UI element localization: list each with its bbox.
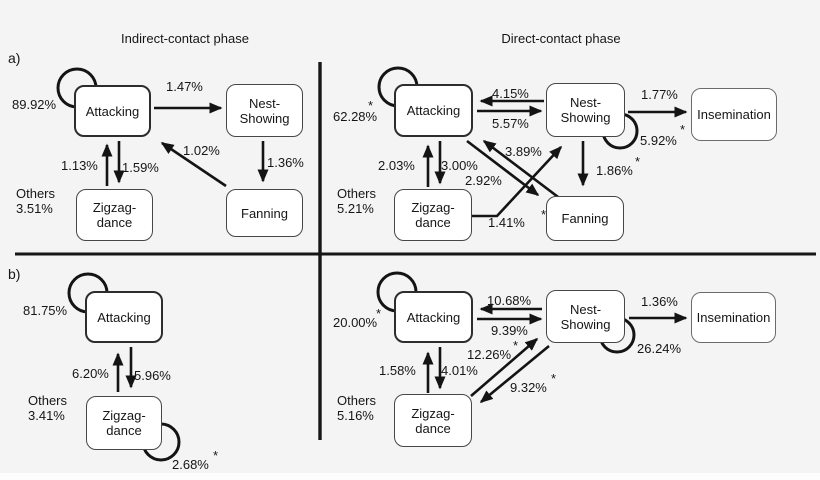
node-nest-showing-b-direct: Nest- Showing [546, 290, 625, 343]
node-zigzag-dance-b-direct: Zigzag- dance [394, 394, 472, 447]
node-insemination-b-direct: Insemination [691, 292, 776, 343]
label-attacking-to-fanning-a-direct: 2.92% [465, 173, 502, 188]
node-nest-showing-a-direct: Nest- Showing [546, 83, 625, 137]
node-zigzag-dance-b-indirect: Zigzag- dance [86, 396, 162, 450]
significance-star: * [680, 122, 686, 137]
significance-star: * [635, 154, 641, 169]
label-attacking-self-b-indirect: 81.75% [23, 303, 68, 318]
others-word: Others [337, 393, 377, 408]
others-word: Others [16, 186, 56, 201]
label-attacking-self-a-indirect: 89.92% [12, 97, 57, 112]
panel-label-a: a) [8, 50, 21, 66]
label-fanning-to-attacking-a-indirect: 1.02% [183, 143, 220, 158]
edge-fanning-to-attacking-a-direct [482, 139, 571, 208]
title-direct-phase: Direct-contact phase [501, 31, 621, 46]
label-zigzag-self-b-indirect: 2.68% [172, 457, 209, 472]
label-nest-to-insemination-a-direct: 1.77% [641, 87, 678, 102]
significance-star: * [541, 207, 547, 222]
label-attacking-self-b-direct: 20.00% [333, 315, 378, 330]
label-attacking-to-zigzag-a-direct: 3.00% [441, 158, 478, 173]
label-attacking-to-zigzag-a-indirect: 1.59% [122, 160, 159, 175]
edge-zigzag-to-nest-a-direct [471, 145, 563, 218]
node-attacking-b-indirect: Attacking [85, 291, 163, 343]
others-word: Others [337, 186, 377, 201]
significance-star: * [551, 371, 557, 386]
label-nest-self-b-direct: 26.24% [637, 341, 682, 356]
bottom-margin [0, 473, 820, 480]
label-nest-to-attacking-b-direct: 10.68% [487, 293, 532, 308]
node-fanning-a-indirect: Fanning [226, 189, 303, 237]
node-attacking-a-direct: Attacking [394, 84, 473, 137]
label-zigzag-to-attacking-a-indirect: 1.13% [61, 158, 98, 173]
label-nest-to-attacking-a-direct: 4.15% [492, 86, 529, 101]
significance-star: * [368, 98, 374, 113]
label-attacking-to-zigzag-b-indirect: 5.96% [134, 368, 171, 383]
others-value: 3.41% [28, 407, 65, 423]
label-nest-self-a-direct: 5.92% [640, 133, 677, 148]
label-fanning-to-attacking-a-direct: 3.89% [505, 144, 542, 159]
others-word: Others [28, 393, 68, 408]
others-value: 5.21% [337, 200, 374, 216]
label-nest-to-insemination-b-direct: 1.36% [641, 294, 678, 309]
label-attacking-to-nest-b-direct: 9.39% [491, 323, 528, 338]
others-a-indirect: Others 3.51% [16, 186, 56, 216]
others-a-direct: Others 5.21% [337, 186, 377, 216]
others-b-indirect: Others 3.41% [28, 393, 68, 423]
label-attacking-to-nest-a-direct: 5.57% [492, 116, 529, 131]
panel-label-b: b) [8, 266, 21, 282]
node-attacking-b-direct: Attacking [394, 291, 473, 343]
significance-star: * [513, 338, 519, 353]
label-attacking-to-zigzag-b-direct: 4.01% [441, 363, 478, 378]
significance-star: * [376, 306, 382, 321]
label-zigzag-to-attacking-b-indirect: 6.20% [72, 366, 109, 381]
label-nest-to-fanning-a-indirect: 1.36% [267, 155, 304, 170]
label-nest-to-zigzag-b-direct: 9.32% [510, 380, 547, 395]
edge-nest-to-zigzag-b-direct [479, 344, 550, 404]
node-insemination-a-direct: Insemination [691, 88, 777, 141]
node-zigzag-dance-a-direct: Zigzag- dance [394, 189, 472, 241]
label-zigzag-to-nest-b-direct: 12.26% [467, 347, 512, 362]
significance-star: * [213, 448, 219, 463]
label-nest-to-fanning-a-direct: 1.86% [596, 163, 633, 178]
label-zigzag-to-nest-a-direct: 1.41% [488, 215, 525, 230]
node-attacking-a-indirect: Attacking [74, 85, 151, 137]
others-value: 3.51% [16, 200, 53, 216]
others-value: 5.16% [337, 407, 374, 423]
node-fanning-a-direct: Fanning [546, 196, 624, 241]
edge-zigzag-to-nest-b-direct [470, 338, 539, 397]
title-indirect-phase: Indirect-contact phase [121, 31, 249, 46]
node-zigzag-dance-a-indirect: Zigzag- dance [76, 189, 153, 241]
others-b-direct: Others 5.16% [337, 393, 377, 423]
edge-fanning-to-attacking-a-indirect [160, 141, 227, 188]
label-zigzag-to-attacking-a-direct: 2.03% [378, 158, 415, 173]
label-attacking-to-nest-a-indirect: 1.47% [166, 79, 203, 94]
label-zigzag-to-attacking-b-direct: 1.58% [379, 363, 416, 378]
node-nest-showing-a-indirect: Nest- Showing [226, 84, 303, 137]
label-attacking-self-a-direct: 62.28% [333, 109, 378, 124]
